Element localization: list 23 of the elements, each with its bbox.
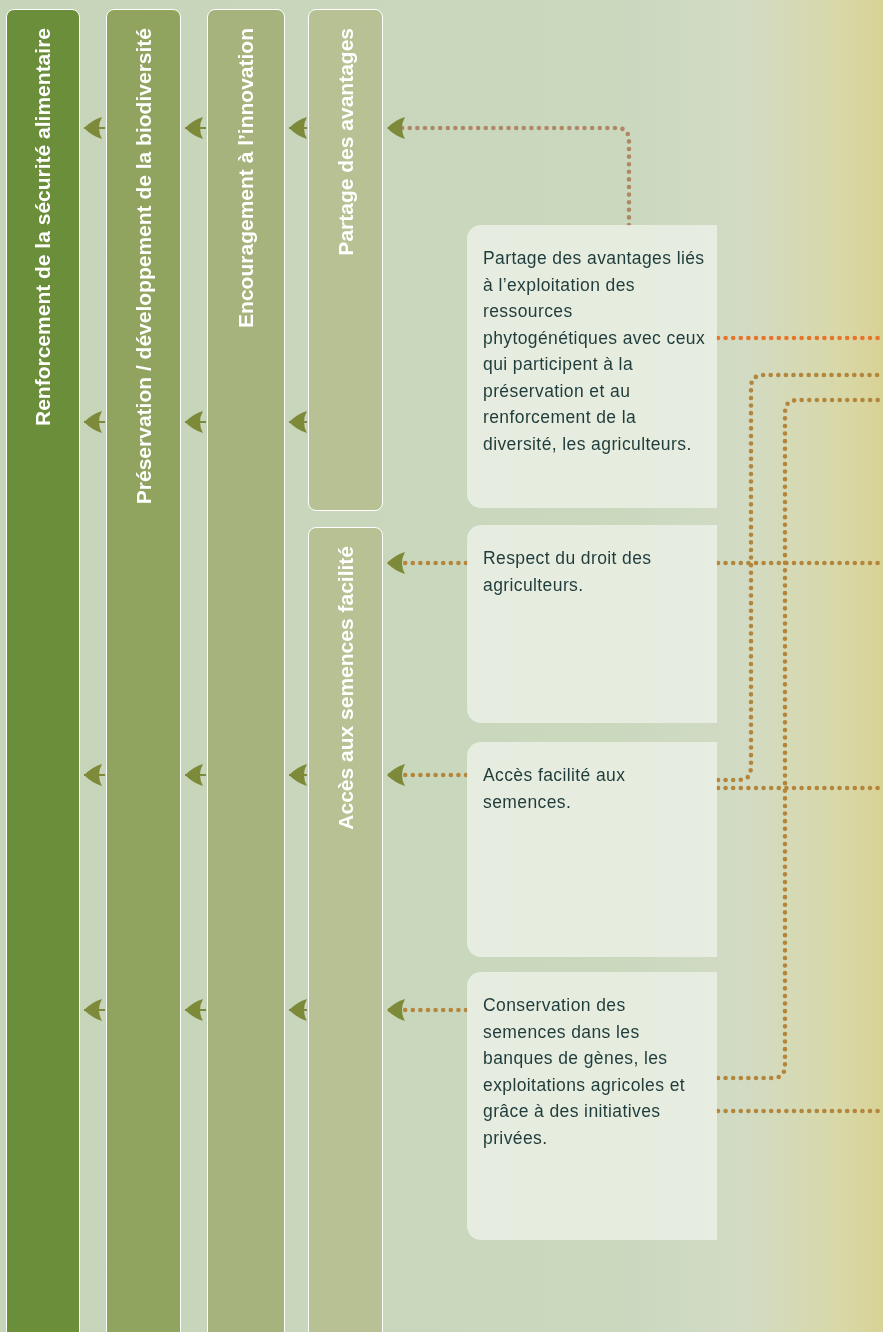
bar-label: Partage des avantages: [332, 28, 358, 256]
category-bar: [308, 527, 383, 1332]
dotted-connector: [715, 785, 883, 791]
bar-label: Accès aux semences facilité: [332, 546, 358, 830]
card-text: Accès facilité aux semences.: [483, 764, 627, 814]
text-card: [467, 742, 717, 957]
dotted-connector: [715, 335, 883, 341]
card-text: Conservation des semences dans les banques de gènes, les exploitations agricoles et grâce à des initiatives privées.: [483, 994, 687, 1150]
bar-label: Renforcement de la sécurité alimentaire: [30, 28, 56, 426]
category-bar: [106, 9, 181, 1332]
text-card: [467, 225, 717, 508]
dotted-connector: [715, 560, 883, 566]
text-card: [467, 525, 717, 723]
text-card: [467, 972, 717, 1240]
category-bar: [6, 9, 80, 1332]
category-bar: [207, 9, 285, 1332]
dotted-connector: [715, 1108, 883, 1114]
dotted-connector: [715, 397, 883, 1081]
category-bar: [308, 9, 383, 511]
bar-label: Encouragement à l’innovation: [233, 28, 259, 328]
card-text: Respect du droit des agriculteurs.: [483, 547, 653, 597]
card-text: Partage des avantages liés à l’exploitation des ressources phytogénétiques avec ceux qui participent à la préservation et au renforcement de la diversité, les agriculteurs.: [483, 247, 707, 456]
bar-label: Préservation / développement de la biodiversité: [130, 28, 156, 505]
